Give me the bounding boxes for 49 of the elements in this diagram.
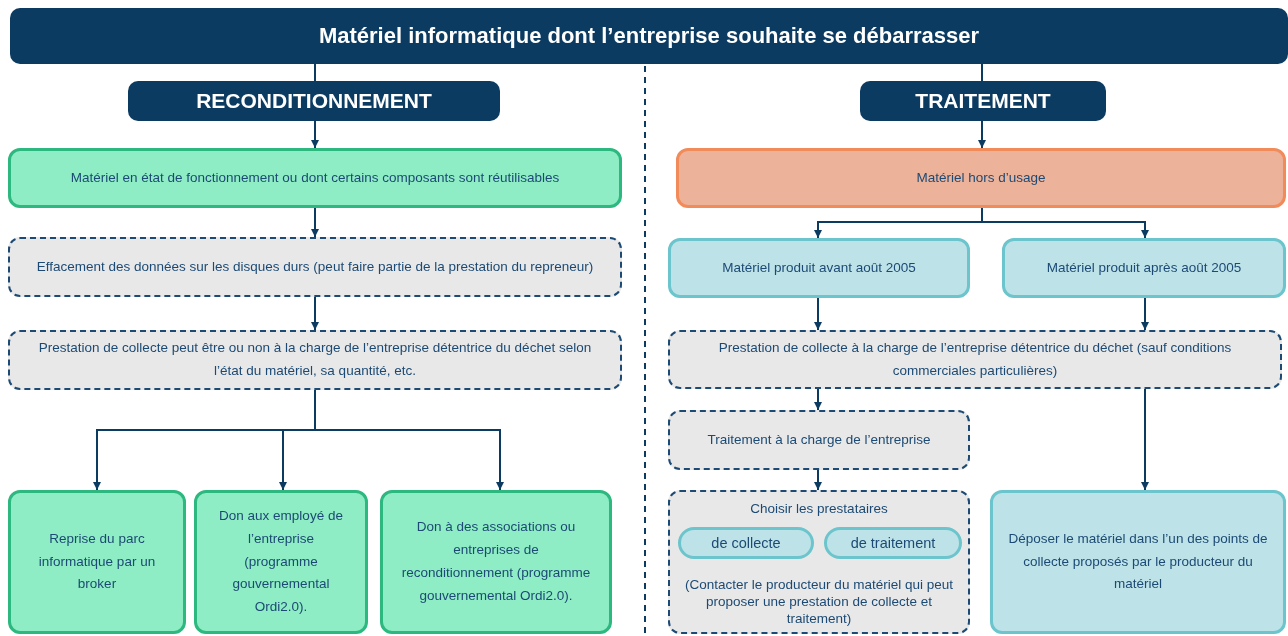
box-label: Choisir les prestataires	[749, 500, 889, 518]
outcome-box	[194, 490, 368, 634]
title-text: Matériel informatique dont l’entreprise souhaite se débarrasser	[318, 22, 980, 51]
process-box	[668, 490, 970, 634]
arrow	[978, 120, 986, 149]
process-box	[668, 238, 970, 298]
box-label: Don aux employé de l’entreprise (programme gouvernemental Ordi2.0).	[218, 506, 344, 617]
arrow	[311, 120, 319, 149]
box-label: de collecte	[711, 533, 781, 553]
box-label: de traitement	[850, 533, 936, 553]
arrow	[814, 297, 822, 331]
box-label: Traitement à la charge de l’entreprise	[707, 430, 931, 449]
box-label: Matériel produit après août 2005	[1046, 258, 1242, 277]
arrow	[314, 389, 504, 491]
box-label: Matériel en état de fonctionnement ou dont certains composants sont réutilisables	[70, 168, 560, 187]
section-title: TRAITEMENT	[915, 88, 1051, 115]
box-label: Don à des associations ou entreprises de reconditionnement (programme gouvernemental Ordi2.0).	[400, 518, 592, 605]
box-label: Prestation de collecte peut être ou non à la charge de l’entreprise détentrice du déchet selon l’état du matériel, sa quantité, etc.	[37, 339, 593, 380]
connector-line	[981, 63, 983, 82]
arrow	[311, 296, 319, 331]
outcome-box	[380, 490, 612, 634]
process-box	[8, 237, 622, 297]
box-label: Effacement des données sur les disques durs (peut faire partie de la prestation du repreneur)	[36, 257, 594, 276]
option-pill	[824, 527, 962, 559]
connector-line	[314, 63, 316, 82]
title-banner	[10, 8, 1288, 64]
box-label: Déposer le matériel dans l’un des points de collecte proposés par le producteur du matériel	[1007, 529, 1269, 594]
box-label: Matériel hors d’usage	[916, 168, 1046, 187]
process-box	[8, 148, 622, 208]
box-label: Matériel produit avant août 2005	[722, 258, 916, 277]
process-box	[668, 330, 1282, 389]
box-label: Reprise du parc informatique par un broker	[37, 529, 157, 594]
section-header	[860, 81, 1106, 121]
process-box	[8, 330, 622, 390]
process-box	[676, 148, 1286, 208]
box-label: Prestation de collecte à la charge de l’entreprise détentrice du déchet (sauf conditions commerciales particulières)	[717, 338, 1233, 380]
option-pill	[678, 527, 814, 559]
outcome-box	[8, 490, 186, 634]
outcome-box	[990, 490, 1286, 634]
arrow	[814, 469, 822, 491]
note-text: (Contacter le producteur du matériel qui peut proposer une prestation de collecte et traitement)	[684, 577, 954, 628]
arrow	[1141, 388, 1149, 491]
process-box	[668, 410, 970, 470]
arrow	[1141, 297, 1149, 331]
process-box	[1002, 238, 1286, 298]
arrow	[311, 207, 319, 238]
section-title: RECONDITIONNEMENT	[196, 88, 432, 115]
section-header	[128, 81, 500, 121]
arrow	[814, 388, 822, 411]
